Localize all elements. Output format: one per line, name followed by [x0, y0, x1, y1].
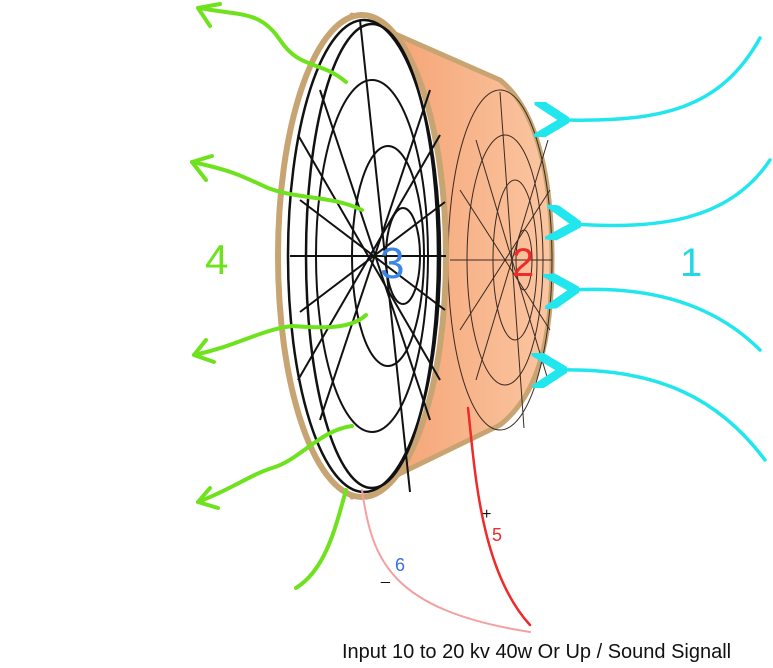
cyan-wave-3 — [572, 289, 762, 352]
green-wave-3 — [192, 313, 368, 357]
label-region-4: 4 — [205, 236, 228, 283]
green-wave-2-head — [190, 154, 214, 182]
label-region-3: 3 — [380, 239, 404, 288]
label-6: 6 — [395, 555, 405, 575]
label-5: 5 — [492, 525, 502, 545]
green-tail — [294, 488, 348, 590]
green-wave-2 — [190, 160, 364, 212]
incoming-waves — [560, 36, 772, 462]
wire-plus — [466, 406, 532, 627]
caption: Input 10 to 20 kv 40w Or Up / Sound Sign… — [342, 641, 732, 663]
label-region-1: 1 — [680, 241, 702, 285]
outgoing-waves — [190, 2, 368, 590]
label-plus: + — [482, 506, 491, 523]
green-wave-1-head — [196, 2, 222, 28]
front-dish-grid — [286, 18, 446, 494]
wires — [361, 406, 532, 633]
cyan-wave-4 — [560, 370, 767, 462]
green-wave-4 — [196, 424, 354, 504]
wire-minus — [361, 489, 531, 633]
green-wave-1 — [198, 6, 348, 84]
label-minus: _ — [380, 567, 391, 584]
cyan-wave-2 — [574, 158, 772, 226]
back-cap-grid — [447, 89, 553, 431]
label-region-2: 2 — [512, 241, 534, 285]
green-wave-3-head — [192, 338, 216, 364]
cyan-wave-1 — [562, 36, 762, 120]
green-wave-4-head — [196, 486, 220, 510]
